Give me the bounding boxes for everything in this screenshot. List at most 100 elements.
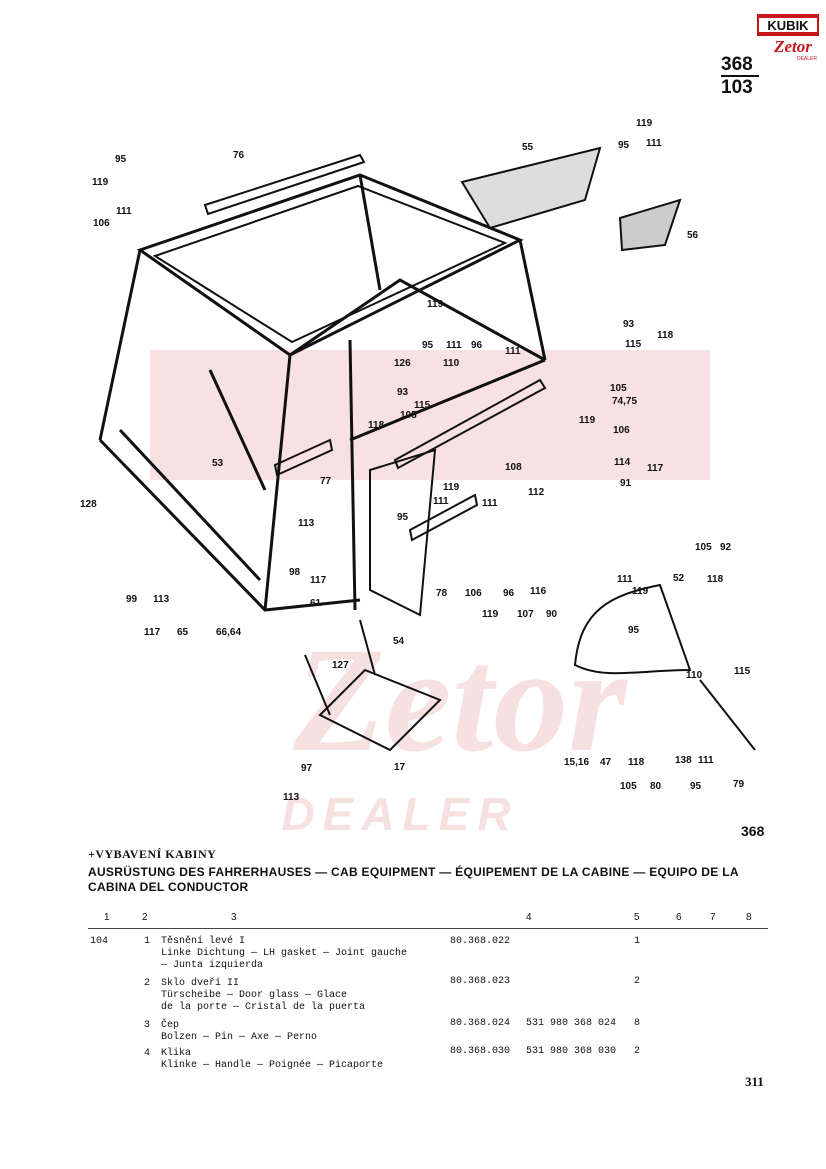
- page-code-top: 368: [721, 54, 759, 77]
- column-header: 1: [104, 912, 110, 923]
- part-label: 92: [720, 542, 732, 553]
- part-label: 118: [628, 757, 645, 768]
- watermark-script: Zetor: [292, 617, 628, 783]
- part-label: 126: [394, 358, 411, 369]
- part-label: 110: [443, 358, 460, 369]
- row-part-number: 80.368.030: [450, 1046, 511, 1057]
- part-label: 119: [579, 415, 596, 426]
- part-label: 53: [212, 458, 224, 469]
- row-description-czech: Těsnění levé I: [161, 936, 246, 947]
- kubik-zetor-dealer-logo: KUBIK Zetor DEALER: [757, 14, 819, 62]
- part-label: 115: [625, 339, 642, 350]
- page-code-bottom: 103: [721, 77, 753, 98]
- row-description: Türscheibe — Door glass — Glace: [161, 990, 348, 1001]
- page-number: 311: [745, 1074, 764, 1089]
- part-label: 99: [126, 594, 138, 605]
- part-label: 93: [623, 319, 635, 330]
- part-label: 111: [482, 498, 498, 509]
- part-label: 111: [433, 496, 449, 507]
- part-label: 119: [482, 609, 499, 620]
- part-label: 52: [673, 573, 685, 584]
- row-position: 2: [144, 978, 151, 989]
- part-label: 108: [505, 462, 522, 473]
- logo-small-text: DEALER: [797, 56, 817, 62]
- part-label: 106: [465, 588, 482, 599]
- watermark-word: DEALER: [281, 788, 518, 830]
- part-label: 61: [310, 598, 322, 609]
- part-label: 111: [698, 755, 714, 766]
- part-label: 106: [93, 218, 110, 229]
- part-label: 95: [397, 512, 409, 523]
- cab-exploded-diagram: Zetor DEALER: [0, 110, 826, 840]
- part-label: 93: [397, 387, 409, 398]
- part-label: 119: [632, 586, 649, 597]
- column-header: 5: [634, 912, 640, 923]
- part-label: 119: [636, 118, 653, 129]
- column-header: 2: [142, 912, 148, 923]
- column-header: 7: [710, 912, 716, 923]
- row-description: Bolzen — Pin — Axe — Perno: [161, 1032, 318, 1043]
- part-label: 91: [620, 478, 632, 489]
- part-label: 95: [618, 140, 630, 151]
- part-label: 96: [471, 340, 483, 351]
- part-label: 78: [436, 588, 448, 599]
- row-position: 4: [144, 1048, 151, 1059]
- part-label: 97: [301, 763, 313, 774]
- part-label: 95: [115, 154, 127, 165]
- part-label: 95: [690, 781, 702, 792]
- row-position: 3: [144, 1020, 151, 1031]
- logo-script-text: Zetor: [773, 37, 812, 56]
- part-label: 119: [92, 177, 109, 188]
- row-description-czech: Klika: [161, 1048, 192, 1059]
- part-label: 105: [620, 781, 637, 792]
- part-labels: 95 76 119 111 106 55 95 119 111 56 53 77…: [80, 118, 751, 803]
- part-label: 55: [522, 142, 534, 153]
- part-label: 111: [505, 346, 521, 357]
- part-label: 115: [734, 666, 751, 677]
- part-label: 66,64: [216, 627, 241, 638]
- section-number: 368: [741, 823, 765, 839]
- page-code: 368 103: [721, 54, 759, 98]
- part-label: 76: [233, 150, 245, 161]
- row-part-number: 80.368.022: [450, 936, 511, 947]
- part-label: 118: [707, 574, 724, 585]
- part-label: 56: [687, 230, 699, 241]
- part-label: 111: [646, 138, 662, 149]
- part-label: 106: [613, 425, 630, 436]
- part-label: 15,16: [564, 757, 589, 768]
- part-label: 117: [310, 575, 327, 586]
- row-description: Linke Dichtung — LH gasket — Joint gauch…: [161, 948, 408, 959]
- part-label: 105: [695, 542, 712, 553]
- part-label: 17: [394, 762, 406, 773]
- part-label: 119: [427, 299, 444, 310]
- section-subtitle: AUSRÜSTUNG DES FAHRERHAUSES — CAB EQUIPM…: [88, 865, 739, 894]
- part-label: 117: [144, 627, 161, 638]
- part-label: 111: [116, 206, 132, 217]
- row-description: Klinke — Handle — Poignée — Picaporte: [161, 1060, 384, 1071]
- part-label: 115: [414, 400, 431, 411]
- row-alt-number: 531 980 368 024: [526, 1018, 617, 1029]
- part-label: 118: [657, 330, 674, 341]
- part-label: 107: [517, 609, 534, 620]
- column-header: 8: [746, 912, 752, 923]
- row-quantity: 2: [634, 976, 641, 987]
- part-label: 111: [446, 340, 462, 351]
- row-part-number: 80.368.023: [450, 976, 511, 987]
- part-label: 74,75: [612, 396, 637, 407]
- row-page-ref: 104: [90, 936, 109, 947]
- row-description: de la porte — Cristal de la puerta: [161, 1002, 366, 1013]
- part-label: 90: [546, 609, 558, 620]
- part-label: 118: [368, 420, 385, 431]
- part-label: 77: [320, 476, 332, 487]
- part-label: 80: [650, 781, 662, 792]
- logo-brand-text: KUBIK: [767, 18, 809, 33]
- part-label: 54: [393, 636, 405, 647]
- part-label: 116: [530, 586, 547, 597]
- part-label: 96: [503, 588, 515, 599]
- column-header: 6: [676, 912, 682, 923]
- part-label: 95: [422, 340, 434, 351]
- part-label: 114: [614, 457, 631, 468]
- section-title: +VYBAVENÍ KABINY: [88, 847, 217, 861]
- column-header: 3: [231, 912, 237, 923]
- row-description-czech: Čep: [161, 1020, 180, 1031]
